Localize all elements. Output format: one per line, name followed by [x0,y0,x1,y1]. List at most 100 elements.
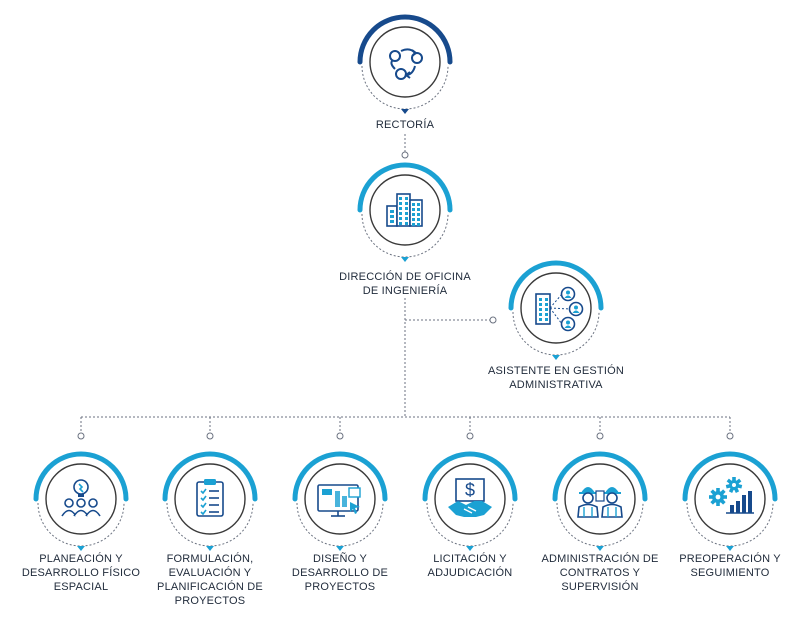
person-head [88,498,98,508]
window [539,303,542,306]
node-licitacion: $ [422,451,518,551]
window [417,218,420,221]
window [399,207,402,210]
window [545,298,548,301]
engineers-icon [577,487,623,518]
label-administracion: ADMINISTRACIÓN DE CONTRATOS Y SUPERVISIÓ… [541,552,658,594]
label-line: ADJUDICACIÓN [427,567,513,579]
connector-end-dot [206,432,214,440]
node-pointer [466,546,474,551]
plan-sheet [595,490,605,502]
connector-lines [77,134,734,440]
window [539,313,542,316]
node-accent-arc [292,451,388,502]
connector-end-dot [726,432,734,440]
design-monitor-icon [317,484,361,517]
label-line: PROYECTOS [304,581,376,593]
node-accent-arc [162,451,258,502]
label-line: SEGUIMIENTO [690,567,770,579]
window [399,197,402,200]
label-line: RECTORÍA [375,119,435,131]
node-accent-arc [33,451,129,502]
gear-tooth [716,501,720,506]
network-link [549,293,563,309]
window [417,213,420,216]
gear-tooth [716,488,720,493]
node-circle [694,463,766,535]
connector-end-dot [336,432,344,440]
node-direccion [357,162,453,262]
label-line: DE INGENIERÍA [362,285,448,297]
window [417,203,420,206]
label-line: ASISTENTE EN GESTIÓN [487,365,625,377]
window [412,208,415,211]
person-head [64,498,74,508]
window [412,213,415,216]
bar [335,491,340,507]
window [399,202,402,205]
gear-tooth [732,477,736,482]
clip [204,479,216,485]
node-pointer [401,109,409,114]
building [535,293,551,325]
window [412,223,415,226]
growth-bar [742,495,746,513]
node-preoperacion [682,451,778,551]
cursor [350,502,360,514]
node-administracion [552,451,648,551]
window [412,218,415,221]
label-line: PREOPERACIÓN Y [679,553,781,565]
node-formulacion [162,451,258,551]
cycle-node [389,50,401,62]
gear-hole [732,483,736,487]
node-rectoria [357,14,453,114]
node-accent-arc [552,451,648,502]
node-pointer [596,546,604,551]
buildings-icon [386,193,423,227]
label-line: DESARROLLO DE [291,567,389,579]
node-circle [369,26,441,98]
growth-bar [730,505,734,513]
connector-end-dot [466,432,474,440]
check [200,509,207,516]
bar [342,496,347,507]
team-idea-icon [61,479,101,517]
label-licitacion: LICITACIÓN Y ADJUDICACIÓN [428,552,513,580]
label-line: PLANEACIÓN Y [39,553,123,565]
arrow-head [411,49,418,57]
engineer-head [606,492,618,504]
label-line: LICITACIÓN Y [433,553,507,565]
dollar-sign: $ [465,480,475,500]
window [390,215,394,218]
connector-end-dot [489,316,497,324]
user-body [572,310,580,313]
check [200,495,207,502]
handshake-dollar-icon: $ [448,478,492,517]
hard-hat [605,487,619,493]
arrow-head [404,71,411,79]
engineer-body [577,503,599,518]
node-pointer [552,355,560,360]
window [399,222,402,225]
node-accent-arc [357,14,453,65]
window [405,197,408,200]
label-line: DESARROLLO FÍSICO [21,567,141,579]
label-line: ESPACIAL [53,581,109,593]
label-direccion-oficina-ingenieria: DIRECCIÓN DE OFICINA DE INGENIERÍA [339,270,471,298]
gears-growth-icon [709,477,754,514]
window [405,202,408,205]
clipboard-checklist-icon [196,479,224,517]
window [545,303,548,306]
bolt [78,483,84,493]
check [200,502,207,509]
window [405,207,408,210]
window [399,217,402,220]
user-body [564,295,572,298]
growth-bar [748,491,752,513]
label-line: ADMINISTRACIÓN DE [541,553,659,565]
node-pointer [77,546,85,551]
label-line: SUPERVISIÓN [561,581,639,593]
label-line: PLANIFICACIÓN DE [157,581,263,593]
network-link [549,307,571,310]
